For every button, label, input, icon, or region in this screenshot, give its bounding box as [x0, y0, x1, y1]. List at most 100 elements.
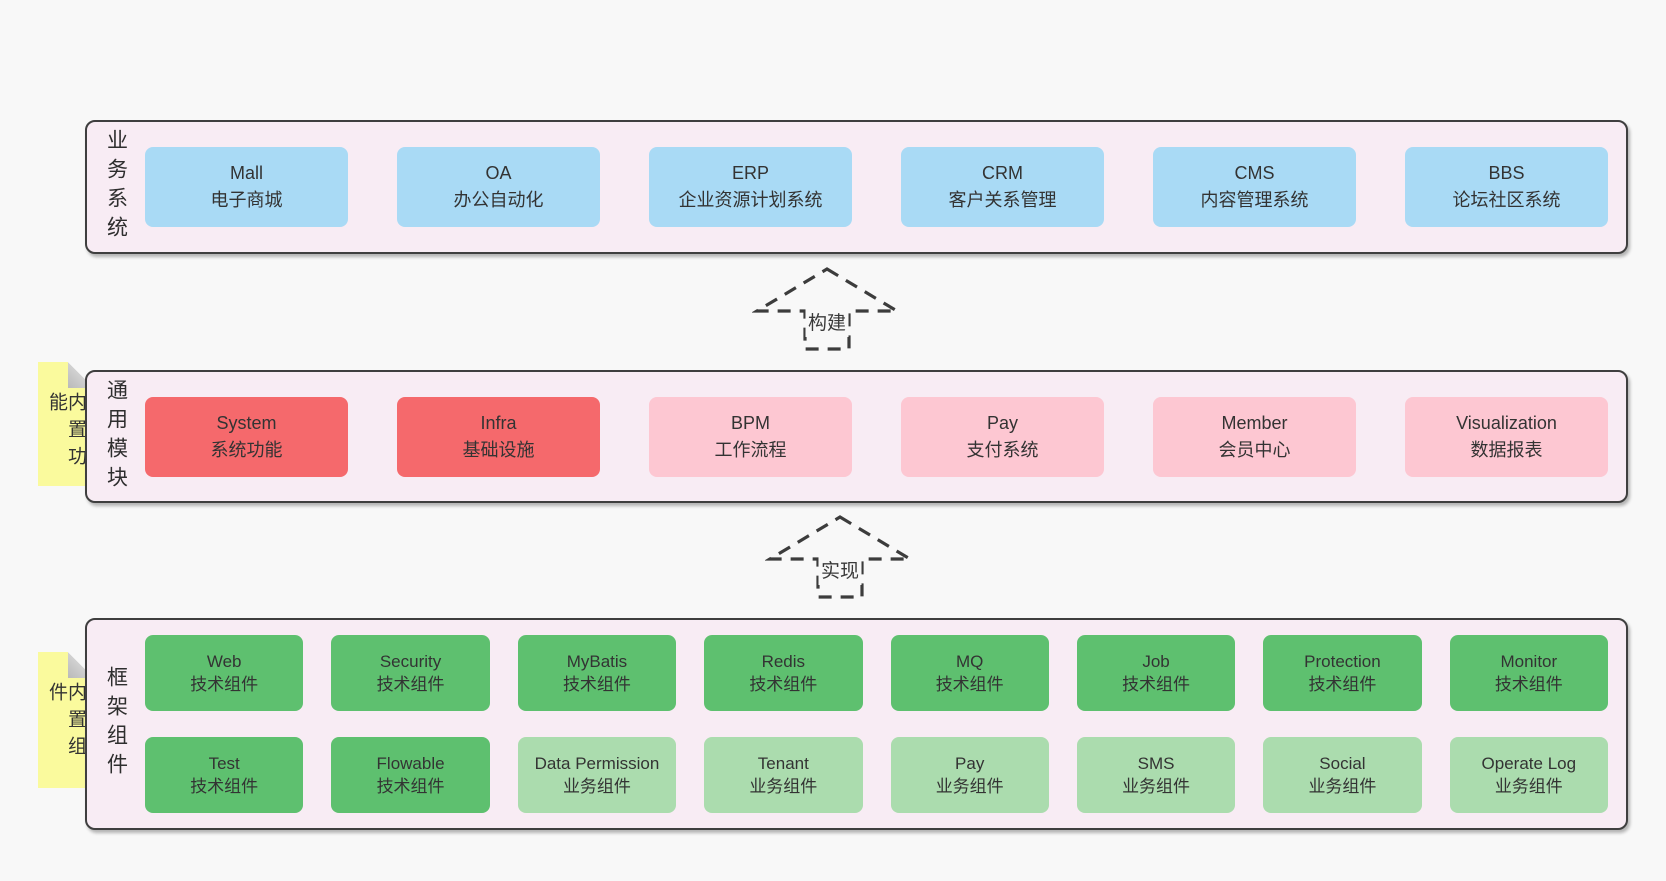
box-subtitle: 业务组件 [1494, 777, 1563, 796]
business-box-crm: CRM 客户关系管理 [901, 147, 1104, 227]
module-box-bpm: BPM 工作流程 [649, 396, 852, 477]
component-box-redis: Redis 技术组件 [704, 635, 863, 711]
component-box-web: Web 技术组件 [145, 635, 304, 711]
module-box-infra: Infra 基础设施 [397, 396, 600, 477]
component-box-sms: SMS 业务组件 [1076, 737, 1236, 813]
implement-arrow: 实现 [764, 514, 916, 605]
box-title: Redis [761, 651, 806, 671]
box-subtitle: 技术组件 [376, 675, 445, 694]
build-arrow-label: 构建 [808, 312, 846, 334]
component-box-mq: MQ 技术组件 [890, 635, 1049, 711]
box-title: Pay [986, 412, 1019, 433]
component-box-security: Security 技术组件 [331, 635, 490, 711]
box-title: MQ [955, 651, 984, 671]
box-title: BBS [1488, 163, 1525, 183]
box-subtitle: 企业资源计划系统 [678, 190, 823, 210]
up-arrow-icon: 实现 [764, 515, 916, 599]
component-row-2: Test 技术组件 Flowable 技术组件 Data Permission … [145, 737, 1608, 813]
layer-framework-components: 框架组件 Web 技术组件 Security 技术组件 MyBatis 技术组件… [85, 618, 1628, 830]
box-subtitle: 技术组件 [190, 777, 259, 796]
component-boxes-grid: Web 技术组件 Security 技术组件 MyBatis 技术组件 Redi… [145, 620, 1626, 828]
box-title: OA [485, 163, 512, 183]
box-title: MyBatis [566, 651, 628, 671]
box-title: Data Permission [534, 753, 660, 773]
business-boxes-row: Mall 电子商城 OA 办公自动化 ERP 企业资源计划系统 CRM 客户关系… [145, 122, 1626, 252]
component-box-flowable: Flowable 技术组件 [331, 737, 490, 813]
component-box-test: Test 技术组件 [145, 737, 304, 813]
box-title: Operate Log [1481, 753, 1577, 773]
sticky-label: 内置功能 [46, 392, 86, 473]
module-boxes-row: System 系统功能 Infra 基础设施 BPM 工作流程 Pay 支付系统… [145, 372, 1626, 501]
box-subtitle: 技术组件 [562, 675, 631, 694]
box-title: Flowable [376, 753, 445, 773]
box-subtitle: 数据报表 [1470, 439, 1543, 460]
box-subtitle: 技术组件 [1308, 675, 1377, 694]
box-title: Tenant [757, 753, 809, 773]
box-title: Job [1142, 651, 1170, 671]
component-box-mybatis: MyBatis 技术组件 [517, 635, 677, 711]
business-box-bbs: BBS 论坛社区系统 [1405, 147, 1608, 227]
box-subtitle: 内容管理系统 [1200, 190, 1309, 210]
box-title: Mall [229, 163, 263, 183]
box-title: Pay [955, 753, 985, 773]
module-box-system: System 系统功能 [145, 396, 348, 477]
box-subtitle: 技术组件 [376, 777, 445, 796]
box-title: CRM [982, 163, 1023, 183]
box-subtitle: 技术组件 [1494, 675, 1563, 694]
sticky-built-in-features: 内置功能 [38, 362, 94, 486]
box-title: System [216, 412, 277, 433]
module-box-pay: Pay 支付系统 [901, 396, 1104, 477]
box-title: Social [1319, 753, 1366, 773]
box-subtitle: 客户关系管理 [948, 190, 1057, 210]
box-title: Infra [480, 412, 517, 433]
box-subtitle: 办公自动化 [453, 190, 544, 210]
box-title: Security [379, 651, 442, 671]
component-box-tenant: Tenant 业务组件 [704, 737, 863, 813]
component-box-job: Job 技术组件 [1076, 635, 1236, 711]
sticky-built-in-components: 内置组件 [38, 652, 94, 788]
component-box-protection: Protection 技术组件 [1263, 635, 1422, 711]
sticky-label: 内置组件 [46, 682, 86, 763]
box-title: Member [1221, 412, 1288, 433]
box-subtitle: 技术组件 [190, 675, 259, 694]
component-box-operate-log: Operate Log 业务组件 [1449, 737, 1608, 813]
layer-label-components: 框架组件 [104, 666, 128, 782]
box-subtitle: 业务组件 [1308, 777, 1377, 796]
layer-common-modules: 通用模块 System 系统功能 Infra 基础设施 BPM 工作流程 Pay… [85, 370, 1628, 503]
box-title: Monitor [1500, 651, 1558, 671]
box-title: Protection [1304, 651, 1381, 671]
component-box-social: Social 业务组件 [1263, 737, 1422, 813]
box-title: BPM [730, 412, 770, 433]
layer-label-business: 业务系统 [104, 129, 128, 245]
box-title: CMS [1234, 163, 1275, 183]
box-subtitle: 会员中心 [1218, 439, 1291, 460]
box-subtitle: 电子商城 [210, 190, 283, 210]
box-title: Visualization [1456, 412, 1557, 433]
business-box-mall: Mall 电子商城 [145, 147, 348, 227]
box-subtitle: 论坛社区系统 [1452, 190, 1561, 210]
up-arrow-icon: 构建 [751, 267, 903, 351]
implement-arrow-label: 实现 [821, 560, 859, 582]
business-box-cms: CMS 内容管理系统 [1153, 147, 1356, 227]
component-box-monitor: Monitor 技术组件 [1449, 635, 1608, 711]
box-subtitle: 技术组件 [749, 675, 818, 694]
box-subtitle: 业务组件 [935, 777, 1004, 796]
module-box-member: Member 会员中心 [1153, 396, 1356, 477]
box-subtitle: 系统功能 [210, 439, 283, 460]
component-box-data-permission: Data Permission 业务组件 [517, 737, 677, 813]
box-subtitle: 工作流程 [714, 439, 787, 460]
module-box-visualization: Visualization 数据报表 [1405, 396, 1608, 477]
box-subtitle: 业务组件 [749, 777, 818, 796]
component-row-1: Web 技术组件 Security 技术组件 MyBatis 技术组件 Redi… [145, 635, 1608, 711]
box-subtitle: 业务组件 [1122, 777, 1191, 796]
box-title: Web [206, 651, 242, 671]
component-box-pay: Pay 业务组件 [890, 737, 1049, 813]
box-subtitle: 技术组件 [935, 675, 1004, 694]
box-subtitle: 支付系统 [966, 439, 1039, 460]
box-subtitle: 业务组件 [562, 777, 631, 796]
box-title: SMS [1137, 753, 1175, 773]
box-subtitle: 基础设施 [462, 439, 535, 460]
business-box-oa: OA 办公自动化 [397, 147, 600, 227]
build-arrow: 构建 [751, 266, 903, 357]
